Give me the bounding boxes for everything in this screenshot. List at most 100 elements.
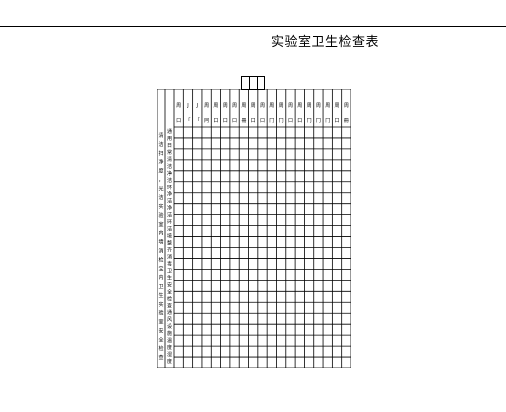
header-glyph-bottom: 冂 [316, 118, 321, 124]
left-label-b-char: 环 [167, 220, 172, 226]
left-label-b-char: 齐 [167, 247, 172, 254]
left-label-b-char: 生 [167, 274, 172, 281]
left-label-b-char: 净 [167, 205, 172, 212]
header-glyph-bottom: 口 [176, 118, 181, 124]
left-label-a-char: 实 [158, 301, 163, 308]
header-glyph-top: 周 [335, 103, 340, 109]
left-label-b-char: 整 [167, 240, 172, 247]
left-label-b-char: 通 [167, 128, 172, 135]
left-label-b-char: 风 [167, 317, 172, 323]
header-glyph-top: 周 [307, 103, 312, 109]
header-glyph-bottom: 口 [223, 118, 228, 124]
left-label-b-char: 施 [167, 330, 172, 337]
left-label-b-char: 设 [167, 323, 172, 330]
header-glyph-bottom: 口 [260, 118, 265, 124]
left-label-a-char: 检 [158, 256, 163, 263]
left-label-a-char: 检 [158, 345, 163, 352]
header-glyph-bottom: 冂 [279, 118, 284, 124]
header-glyph-top: 周 [213, 103, 218, 109]
header-glyph-bottom: 冂 [269, 118, 274, 124]
left-label-a-char: 墙 [158, 239, 163, 246]
left-label-b-char: 全 [167, 288, 172, 295]
left-label-b-char: 温 [167, 337, 172, 344]
header-glyph-top: 周 [251, 103, 256, 109]
header-glyph-bottom: 口 [335, 118, 340, 124]
left-label-a-char: 净 [158, 159, 163, 166]
left-label-a-char: ， [158, 177, 163, 183]
left-label-b-char: 清 [167, 156, 172, 163]
left-label-a-char: 卫 [158, 284, 163, 290]
header-glyph-top: 周 [269, 103, 274, 109]
left-label-b-char: 用 [167, 136, 172, 142]
left-label-a-char: 生 [158, 292, 163, 299]
header-glyph-top: 周 [316, 103, 321, 109]
header-glyph-bottom: 口 [251, 118, 256, 124]
header-glyph-bottom: 冂 [307, 118, 312, 124]
left-label-a-char: 洁 [158, 141, 163, 148]
left-label-b-char: 度 [167, 344, 172, 351]
left-label-b-char: 查 [167, 302, 172, 309]
left-label-a-char: 查 [158, 354, 163, 361]
header-merged-cell [241, 76, 265, 90]
left-label-a-char: 度 [158, 168, 163, 175]
left-label-b-char: 通 [167, 309, 172, 316]
left-label-b-char: 洁 [167, 163, 172, 170]
left-label-a-char: 室 [158, 319, 163, 326]
header-glyph-bottom: 冋 [204, 118, 209, 124]
left-label-a-char: 内 [158, 274, 163, 281]
left-label-b-char: 检 [167, 295, 172, 302]
left-label-a-char: 宝 [158, 265, 163, 272]
left-label-b-char: 洁 [167, 198, 172, 205]
left-label-a-char: 清 [158, 132, 163, 139]
header-glyph-bottom: 口 [288, 118, 293, 124]
left-label-b-char: 环 [167, 185, 172, 191]
inspection-grid: 周口J「J「周冋周口周口周口周冊周口周口周冂周冂周口周口周冂周冂周冂周口周冊清洁… [156, 88, 352, 369]
header-glyph-bottom: 口 [232, 118, 237, 124]
left-label-b-char: 境 [167, 233, 172, 240]
left-label-b-char: 常 [167, 149, 172, 156]
left-label-a-char: 安 [158, 327, 163, 334]
header-glyph-top: 周 [260, 103, 265, 109]
left-label-a-char: 内 [158, 230, 163, 237]
left-label-a-char: 验 [158, 310, 163, 317]
header-glyph-top: 周 [344, 103, 349, 109]
header-glyph-bottom: 「 [195, 118, 200, 124]
header-glyph-top: 周 [223, 103, 228, 109]
header-glyph-bottom: 「 [185, 118, 190, 124]
header-glyph-top: 周 [241, 103, 246, 109]
page-title: 实验室卫生检查表 [271, 35, 380, 50]
top-rule [0, 26, 506, 27]
left-label-a-char: 洁 [158, 194, 163, 201]
header-glyph-top: 周 [325, 103, 330, 109]
header-glyph-top: 周 [279, 103, 284, 109]
left-label-b-char: 湿 [167, 351, 172, 358]
left-label-a-char: 实 [158, 203, 163, 210]
header-glyph-bottom: 冊 [241, 118, 246, 124]
left-label-a-char: 扫 [158, 150, 163, 157]
header-glyph-bottom: 口 [213, 118, 218, 124]
header-glyph-top: 周 [204, 103, 209, 109]
left-label-b-char: 洁 [167, 212, 172, 219]
header-glyph-top: 周 [232, 103, 237, 109]
left-label-b-char: 日 [167, 143, 172, 149]
header-glyph-bottom: 冊 [344, 118, 349, 124]
header-glyph-bottom: 口 [297, 118, 302, 124]
left-label-b-char: 洁 [167, 226, 172, 233]
header-glyph-top: 周 [176, 103, 181, 109]
header-glyph-top: J [196, 103, 198, 109]
left-label-a-char: 验 [158, 212, 163, 219]
left-label-a-char: 室 [158, 221, 163, 228]
header-glyph-bottom: 冂 [325, 118, 330, 124]
left-label-b-char: 净 [167, 170, 172, 177]
left-label-a-char: 消 [158, 248, 163, 255]
left-label-b-char: 毒 [167, 260, 172, 267]
header-glyph-top: 周 [297, 103, 302, 109]
left-label-b-char: 消 [167, 253, 172, 260]
left-label-a-char: 全 [158, 336, 163, 343]
header-glyph-top: J [186, 103, 188, 109]
left-label-b-char: 卫 [167, 268, 172, 274]
left-label-b-char: 净 [167, 191, 172, 198]
left-label-a-char: 光 [158, 185, 163, 192]
left-label-b-char: 洁 [167, 177, 172, 184]
